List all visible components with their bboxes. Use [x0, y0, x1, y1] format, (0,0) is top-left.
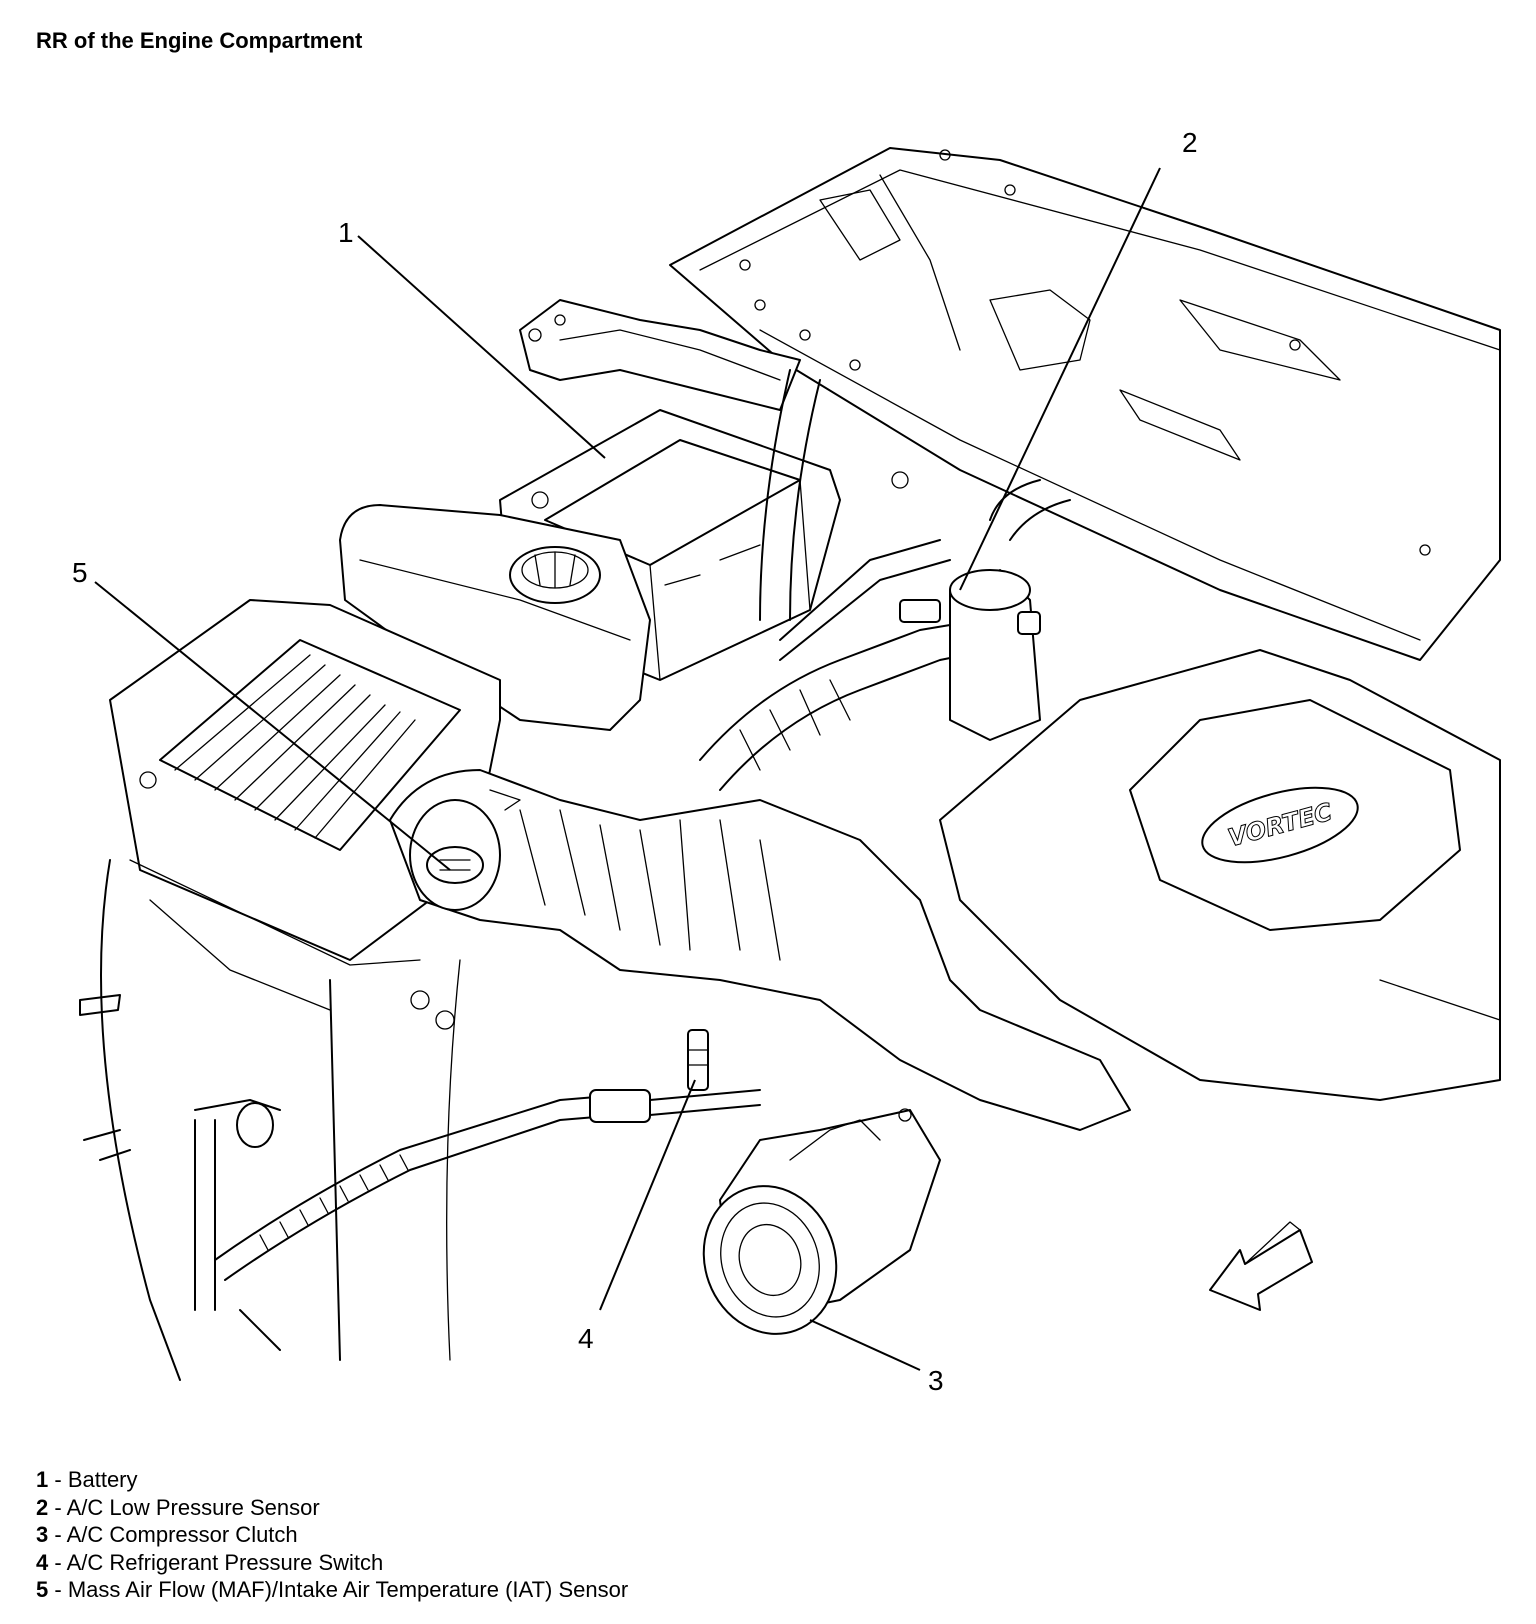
callout-4: 4 — [578, 1323, 594, 1354]
legend-label: Mass Air Flow (MAF)/Intake Air Temperatu… — [67, 1577, 629, 1602]
coolant-reservoir — [339, 504, 651, 731]
cowl-panel — [669, 147, 1501, 661]
legend-number: 3 — [36, 1522, 49, 1547]
legend-separator: - — [48, 1522, 67, 1547]
legend-item: 1 - Battery — [36, 1466, 628, 1494]
ac-hoses — [699, 369, 991, 791]
legend-label: A/C Compressor Clutch — [66, 1522, 298, 1547]
legend-separator: - — [48, 1467, 68, 1492]
ac-compressor — [702, 1108, 941, 1335]
engine-compartment-illustration: VORTEC — [72, 127, 1501, 1396]
callout-2: 2 — [1182, 127, 1198, 158]
legend-number: 1 — [36, 1467, 49, 1492]
legend-label: Battery — [67, 1467, 138, 1492]
legend-item: 5 - Mass Air Flow (MAF)/Intake Air Tempe… — [36, 1576, 628, 1604]
front-direction-arrow-icon — [1209, 1221, 1313, 1311]
engine-cover: VORTEC — [939, 649, 1501, 1101]
battery-brace — [519, 299, 801, 411]
callout-1: 1 — [338, 217, 354, 248]
ac-accumulator — [899, 479, 1071, 741]
refrigerant-line — [194, 1029, 761, 1311]
callout-5: 5 — [72, 557, 88, 588]
page-title: RR of the Engine Compartment — [36, 28, 363, 53]
legend-item: 4 - A/C Refrigerant Pressure Switch — [36, 1549, 628, 1577]
legend-separator: - — [48, 1577, 68, 1602]
air-cleaner-housing — [109, 599, 501, 1030]
legend-number: 2 — [36, 1494, 49, 1520]
legend-item: 3 - A/C Compressor Clutch — [36, 1521, 628, 1549]
legend-label: A/C Low Pressure Sensor — [66, 1494, 320, 1520]
fender — [79, 859, 461, 1381]
legend-separator: - — [48, 1549, 67, 1575]
callout-leaders — [94, 167, 1161, 1371]
legend-separator: - — [48, 1494, 67, 1520]
legend-number: 5 — [36, 1577, 49, 1602]
callout-3: 3 — [928, 1365, 944, 1396]
legend-item: 2 - A/C Low Pressure Sensor — [36, 1494, 628, 1522]
intake-duct — [389, 769, 1131, 1131]
legend-number: 4 — [36, 1549, 49, 1575]
legend: 1 - Battery 2 - A/C Low Pressure Sensor … — [36, 1466, 628, 1604]
legend-label: A/C Refrigerant Pressure Switch — [66, 1549, 384, 1575]
